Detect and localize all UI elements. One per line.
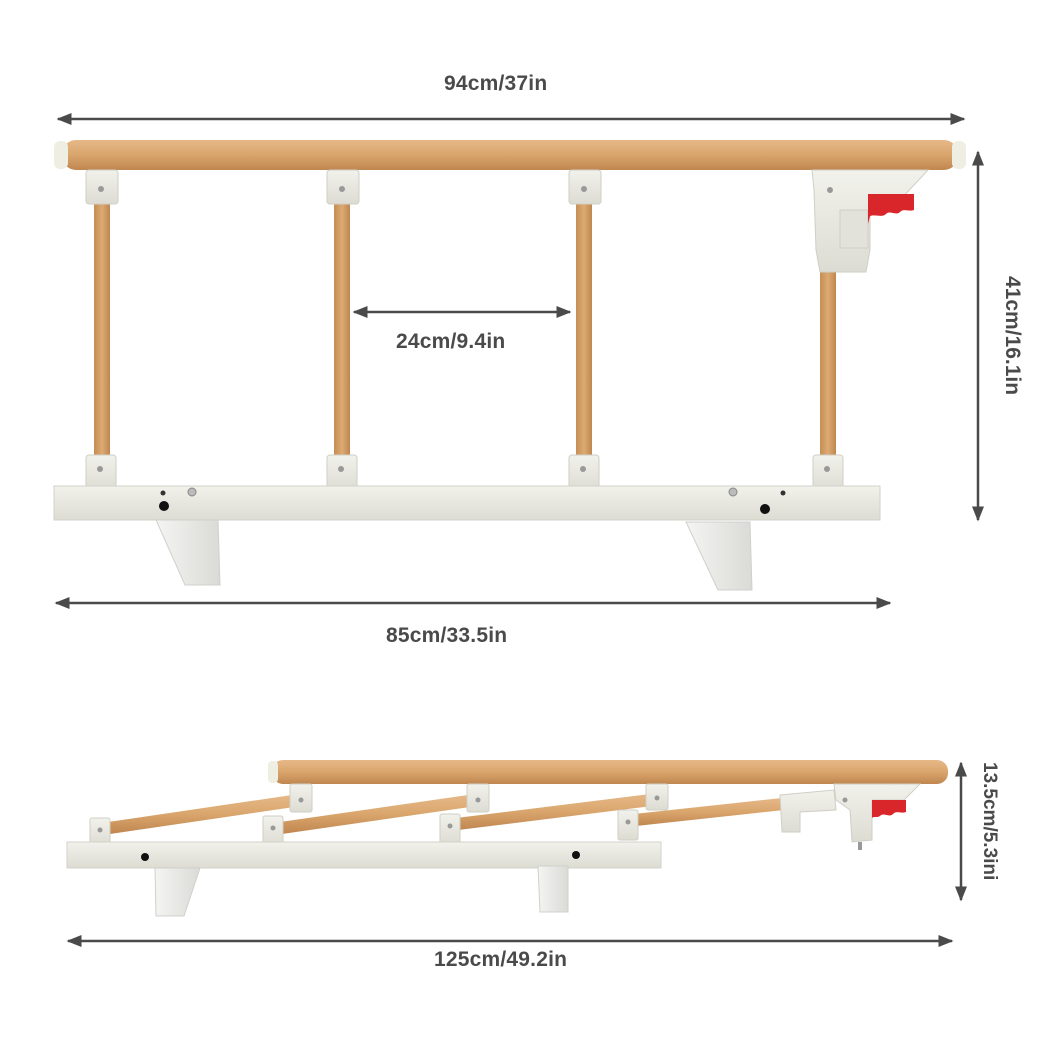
folded-lower-brackets xyxy=(89,809,639,847)
label-height: 41cm/16.1in xyxy=(1001,276,1024,396)
upright-posts xyxy=(94,195,836,465)
folded-release-latch xyxy=(779,783,922,850)
bottom-brackets xyxy=(85,454,844,492)
folded-upper-brackets xyxy=(289,783,669,813)
folded-red-release-handle xyxy=(872,800,906,818)
red-release-handle xyxy=(868,194,914,224)
release-latch xyxy=(811,169,930,273)
support-feet xyxy=(155,519,753,591)
label-base-width: 85cm/33.5in xyxy=(386,624,508,647)
folded-base-bar xyxy=(66,841,662,869)
label-top-width: 94cm/37in xyxy=(444,72,548,95)
folded-support-feet xyxy=(154,865,569,917)
label-post-spacing: 24cm/9.4in xyxy=(396,330,506,353)
base-bar xyxy=(53,485,881,521)
label-folded-height: 13.5cm/5.3ini xyxy=(979,762,1000,881)
folded-top-handrail xyxy=(268,760,948,784)
label-extended-length: 125cm/49.2in xyxy=(434,948,568,971)
folded-posts xyxy=(108,794,784,834)
top-handrail xyxy=(54,140,966,170)
top-brackets xyxy=(85,169,602,205)
